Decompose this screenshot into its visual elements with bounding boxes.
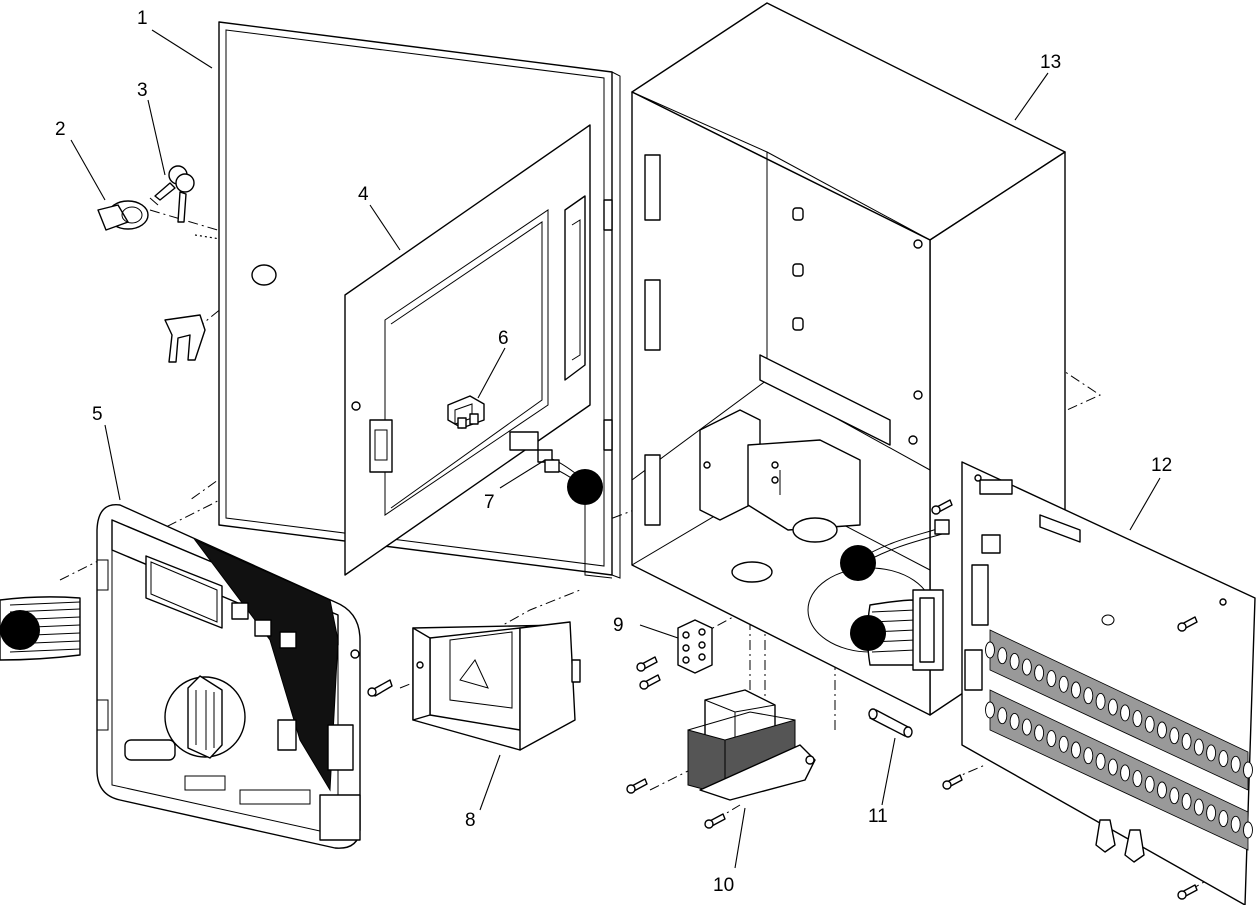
terminal-screw-icon [1107, 758, 1118, 776]
terminal-screw-icon [1058, 675, 1069, 693]
box-wires [840, 519, 950, 671]
terminal-screw-icon [1009, 712, 1020, 730]
terminal-screw-icon [1132, 770, 1143, 788]
terminal-screw-icon [1095, 752, 1106, 770]
terminal-screw-icon [1144, 775, 1155, 793]
callout-numbers: 1 2 3 4 5 6 7 8 9 10 11 12 13 [55, 8, 1172, 896]
transformer [687, 689, 816, 801]
callout-1: 1 [137, 8, 148, 29]
terminal-screw-icon [997, 647, 1008, 665]
terminal-screw-icon [1230, 815, 1241, 833]
terminal-screw-icon [1181, 792, 1192, 810]
terminal-screw-icon [1243, 821, 1253, 839]
controller-front-panel [96, 504, 361, 849]
callout-6: 6 [498, 328, 509, 349]
terminal-block [677, 619, 713, 674]
terminal-screw-icon [1218, 750, 1229, 768]
terminal-strip-upper [989, 629, 1249, 851]
callout-leader-lines [70, 29, 1161, 869]
connector-plug-icon [567, 469, 603, 505]
ribbon-plug-icon [850, 615, 886, 651]
lock-clip [164, 314, 206, 363]
callout-10: 10 [713, 875, 734, 896]
terminal-screw-icon [1107, 698, 1118, 716]
callout-7: 7 [484, 492, 495, 513]
screw-icon [636, 656, 658, 672]
terminal-screw-icon [1243, 761, 1253, 779]
callout-9: 9 [613, 615, 624, 636]
terminal-screw-icon [1157, 721, 1167, 739]
keys-icon [149, 165, 195, 223]
terminal-screw-icon [1120, 704, 1131, 722]
terminal-screw-icon [1120, 764, 1131, 782]
callout-3: 3 [137, 80, 148, 101]
screw-icon [1177, 616, 1198, 632]
terminal-screw-icon [1071, 681, 1081, 699]
terminal-screw-icon [985, 701, 995, 719]
screw-icon [1177, 884, 1198, 900]
terminal-screw-icon [1009, 652, 1020, 670]
terminal-screws [985, 641, 1253, 839]
terminal-screw-icon [1034, 724, 1045, 742]
terminal-screw-icon [1132, 710, 1143, 728]
terminal-screw-icon [1230, 755, 1241, 773]
screw-icon [704, 813, 726, 829]
screw-icon [931, 499, 953, 515]
screw-icon [367, 679, 393, 697]
terminal-screw-icon [1169, 787, 1180, 805]
terminal-screw-icon [1046, 730, 1057, 748]
cable-plug-icon [0, 610, 40, 650]
lock-cylinder [97, 200, 149, 231]
callout-2: 2 [55, 119, 66, 140]
terminal-screw-icon [1083, 687, 1094, 705]
terminal-screw-icon [1071, 741, 1081, 759]
circuit-board [961, 461, 1256, 905]
terminal-screw-icon [1218, 810, 1229, 828]
terminal-screw-icon [1095, 692, 1106, 710]
terminal-screw-icon [1144, 715, 1155, 733]
terminal-screw-icon [1021, 658, 1032, 676]
screw-icon [626, 778, 648, 794]
terminal-screw-icon [1206, 744, 1217, 762]
ribbon-cable [0, 596, 81, 661]
callout-4: 4 [358, 184, 369, 205]
terminal-screw-icon [1034, 664, 1045, 682]
inner-panel [344, 124, 591, 576]
callout-5: 5 [92, 404, 103, 425]
wire-plug-icon [840, 545, 876, 581]
terminal-screw-icon [985, 641, 995, 659]
callout-11: 11 [868, 806, 888, 827]
terminal-screw-icon [1021, 718, 1032, 736]
terminal-screw-icon [1058, 735, 1069, 753]
connector-part [447, 395, 485, 429]
terminal-screw-icon [1046, 670, 1057, 688]
screw-icon [942, 774, 963, 790]
terminal-screw-icon [1193, 798, 1204, 816]
terminal-screw-icon [1193, 738, 1204, 756]
callout-8: 8 [465, 810, 476, 831]
terminal-screw-icon [1157, 781, 1167, 799]
terminal-screw-icon [1169, 727, 1180, 745]
screw-icon [639, 674, 661, 690]
callout-13: 13 [1040, 52, 1061, 73]
terminal-screw-icon [1206, 804, 1217, 822]
fuse [868, 708, 913, 738]
wire-harness [537, 449, 613, 579]
terminal-screw-icon [1181, 732, 1192, 750]
terminal-screw-icon [1083, 747, 1094, 765]
terminal-screw-icon [997, 707, 1008, 725]
mounting-bracket [412, 621, 581, 751]
callout-12: 12 [1151, 455, 1172, 476]
